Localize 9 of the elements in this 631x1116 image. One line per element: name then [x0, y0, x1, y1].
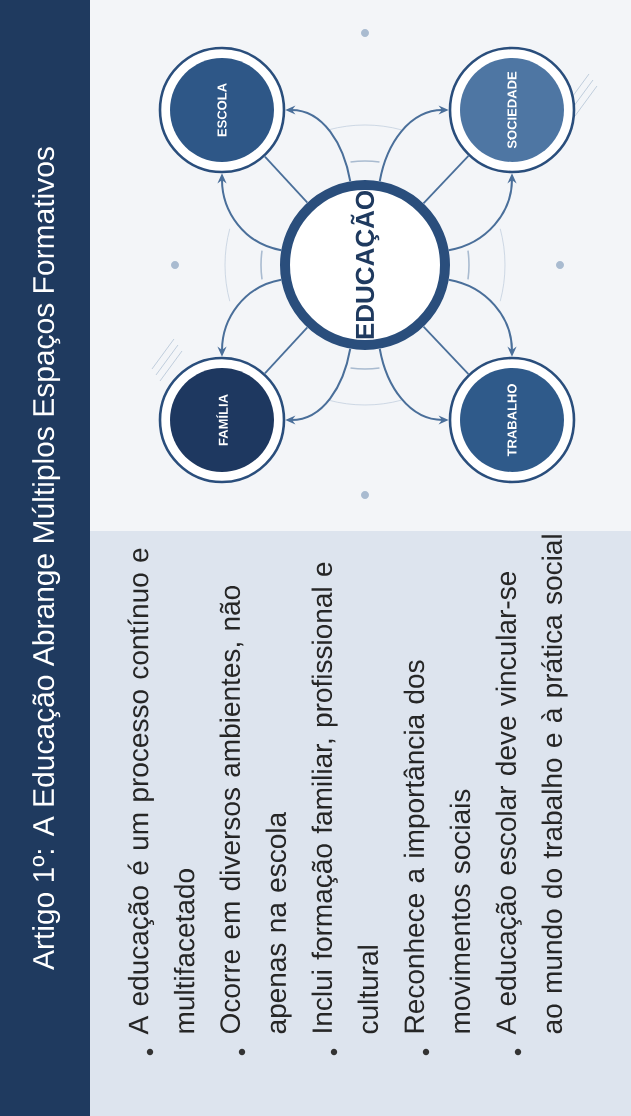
bullet-item: Ocorre em diversos ambientes, não apenas na escola — [219, 585, 292, 1056]
bullet-item: Inclui formação familiar, profissional e cultural — [311, 562, 379, 1056]
bullet-item: A educação é um processo contínuo e multifacetado — [127, 548, 195, 1056]
title-bar: Artigo 1º: A Educação Abrange Múltiplos Espaços Formativos — [0, 0, 90, 1116]
connector-line — [264, 326, 309, 375]
connector-line — [422, 155, 470, 205]
connector-line — [264, 155, 309, 204]
connector-line — [422, 325, 470, 375]
bullet-item: A educação escolar deve vincular-se ao mundo do trabalho e à prática social — [495, 535, 568, 1056]
